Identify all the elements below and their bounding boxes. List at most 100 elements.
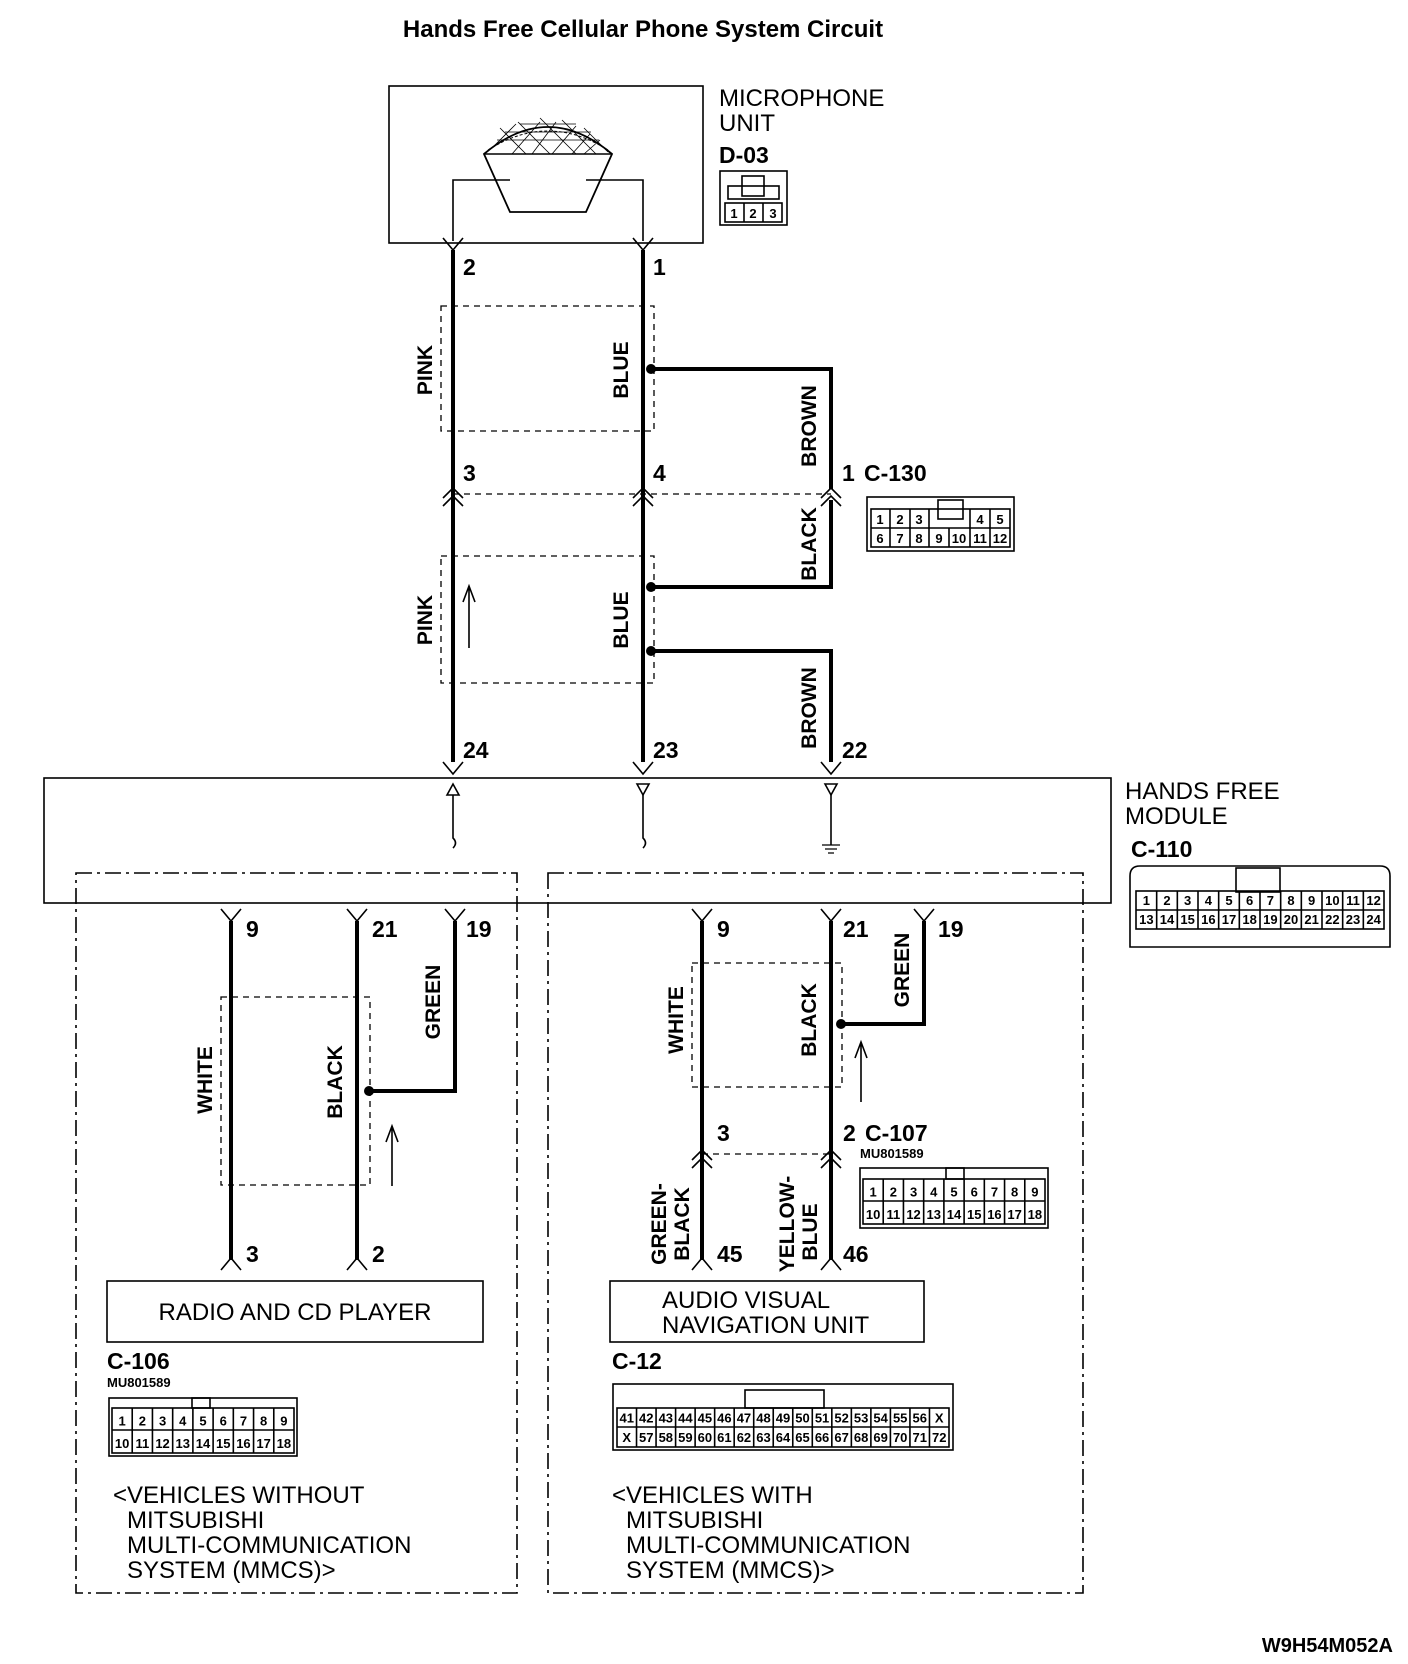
c107-cell: 15 bbox=[967, 1207, 981, 1222]
d03-cell-2: 2 bbox=[749, 206, 756, 221]
c12-cell: 46 bbox=[717, 1411, 731, 1426]
c110-cell: 23 bbox=[1346, 912, 1360, 927]
wire-label-green-black-1: GREEN- bbox=[648, 1183, 671, 1265]
c12-cell: 47 bbox=[737, 1411, 751, 1426]
wire-label-white-right: WHITE bbox=[665, 986, 688, 1054]
c110-cell: 7 bbox=[1267, 893, 1274, 908]
c107-cell: 17 bbox=[1007, 1207, 1021, 1222]
left-pin-21: 21 bbox=[372, 916, 398, 942]
c110-cell: 9 bbox=[1308, 893, 1315, 908]
c106-cell: 8 bbox=[260, 1414, 267, 1429]
c12-cell: 51 bbox=[815, 1411, 829, 1426]
c107-cell: 8 bbox=[1011, 1185, 1018, 1200]
c12-cell: 43 bbox=[659, 1411, 673, 1426]
right-pin-19: 19 bbox=[938, 916, 964, 942]
wire-label-yellow-blue-1: YELLOW- bbox=[776, 1176, 799, 1272]
c110-cell: 19 bbox=[1263, 912, 1277, 927]
c107-cell: 6 bbox=[971, 1185, 978, 1200]
c130-pin-4: 4 bbox=[653, 460, 666, 486]
wire-label-black: BLACK bbox=[798, 507, 821, 581]
diagram-reference-code: W9H54M052A bbox=[1262, 1635, 1393, 1657]
c130-cell: 4 bbox=[976, 512, 984, 527]
wire-label-green-left: GREEN bbox=[422, 965, 445, 1040]
left-pin-19: 19 bbox=[466, 916, 492, 942]
avn-pin-45: 45 bbox=[717, 1241, 743, 1267]
c106-cell: 15 bbox=[216, 1436, 230, 1451]
c130-pin-3: 3 bbox=[463, 460, 476, 486]
c107-cell: 4 bbox=[930, 1185, 938, 1200]
connector-label-c130: C-130 bbox=[864, 460, 927, 486]
c106-cell: 5 bbox=[199, 1414, 206, 1429]
c110-cell: 4 bbox=[1205, 893, 1213, 908]
c12-cell: 48 bbox=[756, 1411, 770, 1426]
connector-label-d03: D-03 bbox=[719, 142, 769, 168]
c110-cell: 1 bbox=[1143, 893, 1150, 908]
c107-cell: 9 bbox=[1031, 1185, 1038, 1200]
c130-cell: 8 bbox=[915, 531, 922, 546]
c12-cell: 64 bbox=[776, 1430, 791, 1445]
c12-cell: 63 bbox=[756, 1430, 770, 1445]
c110-cell: 10 bbox=[1325, 893, 1339, 908]
c110-cell: 24 bbox=[1366, 912, 1381, 927]
c106-cell: 10 bbox=[115, 1436, 129, 1451]
c110-cell: 3 bbox=[1184, 893, 1191, 908]
c110-cell: 22 bbox=[1325, 912, 1339, 927]
c106-cell: 1 bbox=[118, 1414, 125, 1429]
c107-cell: 10 bbox=[866, 1207, 880, 1222]
c106-cell: 18 bbox=[277, 1436, 291, 1451]
c12-cell: 56 bbox=[912, 1411, 926, 1426]
c106-cell: 17 bbox=[256, 1436, 270, 1451]
right-pin-21: 21 bbox=[843, 916, 869, 942]
c107-cell: 3 bbox=[910, 1185, 917, 1200]
d03-cell-3: 3 bbox=[769, 206, 776, 221]
wire-label-yellow-blue-2: BLUE bbox=[799, 1203, 822, 1260]
c12-cell: 65 bbox=[795, 1430, 809, 1445]
hfm-pin-23: 23 bbox=[653, 737, 679, 763]
c107-pin-3: 3 bbox=[717, 1120, 730, 1146]
c130-cell: 7 bbox=[896, 531, 903, 546]
c106-cell: 6 bbox=[220, 1414, 227, 1429]
wire-label-blue-upper: BLUE bbox=[610, 341, 633, 398]
c130-cell: 1 bbox=[876, 512, 883, 527]
d03-cell-1: 1 bbox=[730, 206, 737, 221]
right-note-line3: MULTI-COMMUNICATION bbox=[626, 1532, 910, 1559]
left-note-line4: SYSTEM (MMCS)> bbox=[127, 1557, 336, 1584]
connector-label-c106: C-106 bbox=[107, 1348, 170, 1374]
c106-cell: 4 bbox=[179, 1414, 187, 1429]
c12-cell: 71 bbox=[912, 1430, 926, 1445]
c12-cell: 60 bbox=[698, 1430, 712, 1445]
c106-cell: 14 bbox=[196, 1436, 211, 1451]
wire-black-ground bbox=[651, 500, 833, 589]
right-branch: 9 21 19 WHITE BLACK GREEN 3 2 C-107 MU80… bbox=[609, 908, 1049, 1584]
c110-cell: 14 bbox=[1160, 912, 1175, 927]
c107-cell: 1 bbox=[869, 1185, 876, 1200]
c12-cell: 52 bbox=[834, 1411, 848, 1426]
c107-cell: 16 bbox=[987, 1207, 1001, 1222]
right-note-line4: SYSTEM (MMCS)> bbox=[626, 1557, 835, 1584]
diagram-title: Hands Free Cellular Phone System Circuit bbox=[403, 16, 883, 43]
hfm-pin-24: 24 bbox=[463, 737, 489, 763]
wire-label-pink-lower: PINK bbox=[414, 595, 437, 645]
c12-cell: 66 bbox=[815, 1430, 829, 1445]
c106-cell: 12 bbox=[155, 1436, 169, 1451]
radio-cd-player-label: RADIO AND CD PLAYER bbox=[159, 1299, 432, 1326]
left-branch: 9 21 19 WHITE BLACK GREEN 3 2 RADIO AND … bbox=[106, 908, 492, 1584]
c12-cell: 61 bbox=[717, 1430, 731, 1445]
left-note-line3: MULTI-COMMUNICATION bbox=[127, 1532, 411, 1559]
radio-pin-3: 3 bbox=[246, 1241, 259, 1267]
c107-cell: 5 bbox=[950, 1185, 957, 1200]
c12-cell: 45 bbox=[698, 1411, 712, 1426]
c110-cell: 13 bbox=[1139, 912, 1153, 927]
radio-cd-player-box bbox=[106, 1280, 484, 1343]
c106-cell: 11 bbox=[135, 1436, 149, 1451]
avn-label-line2: NAVIGATION UNIT bbox=[662, 1312, 869, 1339]
c12-cell: 68 bbox=[854, 1430, 868, 1445]
c130-cell: 6 bbox=[876, 531, 883, 546]
microphone-name-line1: MICROPHONE bbox=[719, 85, 884, 112]
c12-cell: 59 bbox=[678, 1430, 692, 1445]
c130-cell: 11 bbox=[973, 531, 987, 546]
c110-cell: 16 bbox=[1201, 912, 1215, 927]
wire-label-black-right: BLACK bbox=[798, 983, 821, 1057]
c110-cell: 2 bbox=[1163, 893, 1170, 908]
